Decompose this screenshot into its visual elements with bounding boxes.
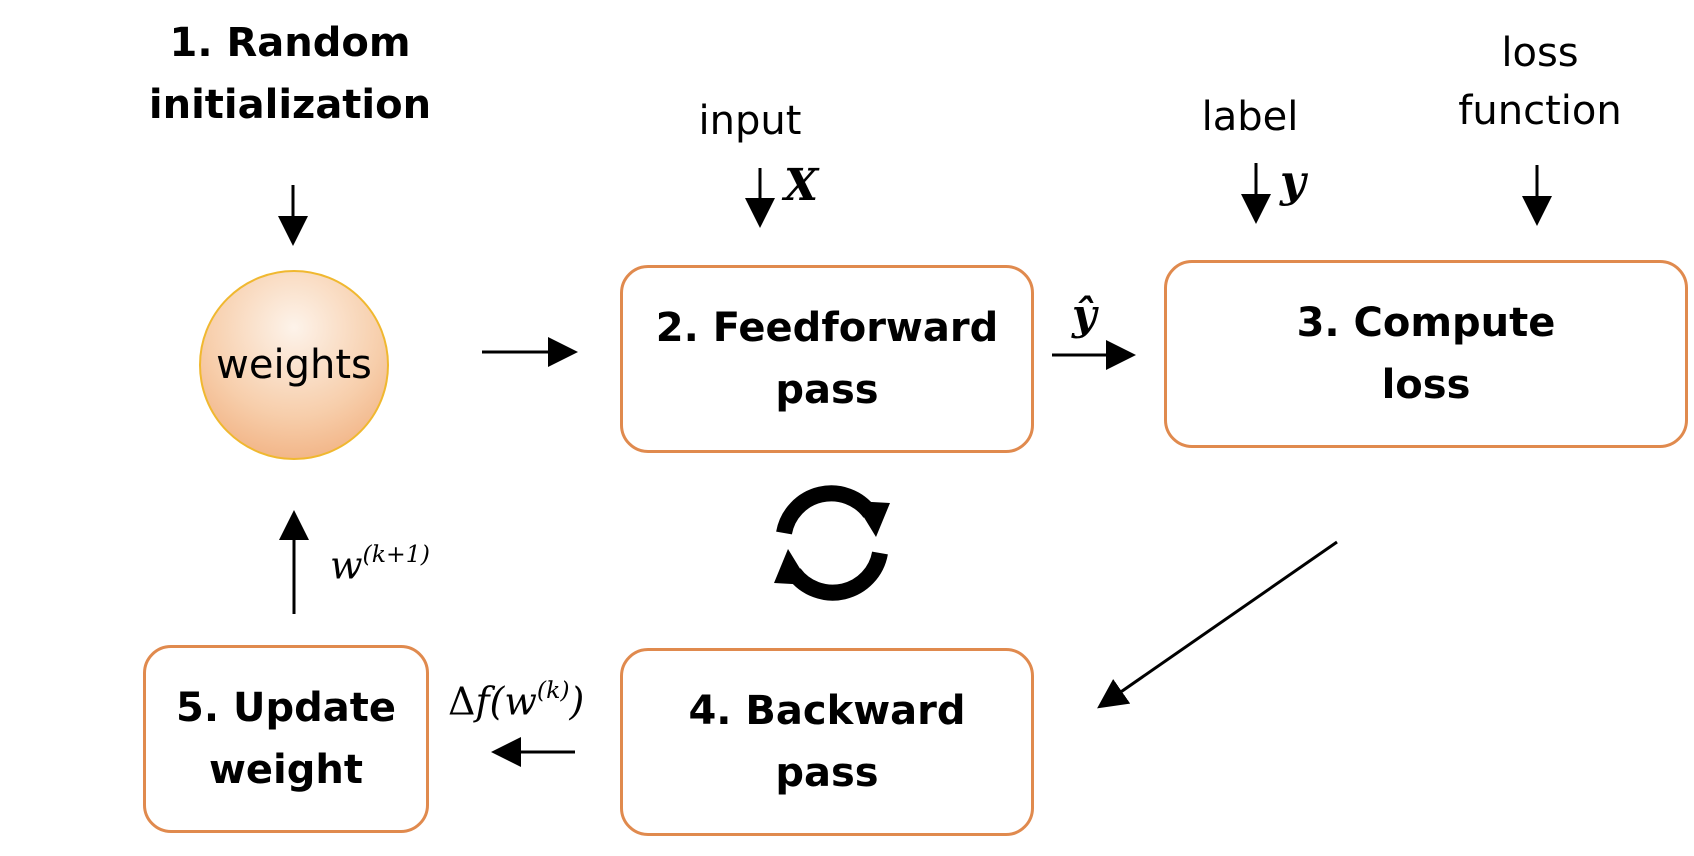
gradient-sup: (k)	[536, 676, 570, 704]
input-symbol: X	[784, 160, 819, 211]
weights-label: weights	[216, 342, 372, 388]
compute-loss-label: 3. Compute loss	[1296, 300, 1556, 408]
gradient-prefix: Δ	[448, 679, 476, 724]
update-weight-label: 5. Update weight	[176, 685, 396, 793]
refresh-cycle-icon	[774, 485, 890, 601]
compute-loss-box: 3. Compute loss	[1164, 260, 1688, 448]
loss-to-backward-arrow	[1097, 540, 1338, 709]
updated-weight-sup: (k+1)	[362, 540, 430, 568]
gradient-label: Δf(w(k))	[448, 676, 584, 723]
random-initialization-title: 1. Random initialization	[148, 20, 432, 128]
backward-pass-box: 4. Backward pass	[620, 648, 1034, 836]
gradient-func: f	[475, 679, 490, 724]
label-label: label	[1201, 94, 1299, 140]
loss-function-label: loss function	[1458, 30, 1622, 134]
feedforward-pass-label: 2. Feedforward pass	[655, 305, 999, 413]
backward-pass-label: 4. Backward pass	[688, 688, 966, 796]
update-weight-box: 5. Update weight	[143, 645, 429, 833]
weights-node: weights	[199, 270, 389, 460]
gradient-arg: (w	[489, 679, 537, 724]
updated-weight-base: w	[330, 543, 363, 588]
feedforward-pass-box: 2. Feedforward pass	[620, 265, 1034, 453]
label-symbol: y	[1280, 156, 1306, 207]
prediction-symbol: ŷ	[1072, 290, 1097, 339]
gradient-close: )	[569, 679, 585, 724]
input-label: input	[698, 98, 802, 144]
updated-weight-label: w(k+1)	[330, 540, 430, 587]
